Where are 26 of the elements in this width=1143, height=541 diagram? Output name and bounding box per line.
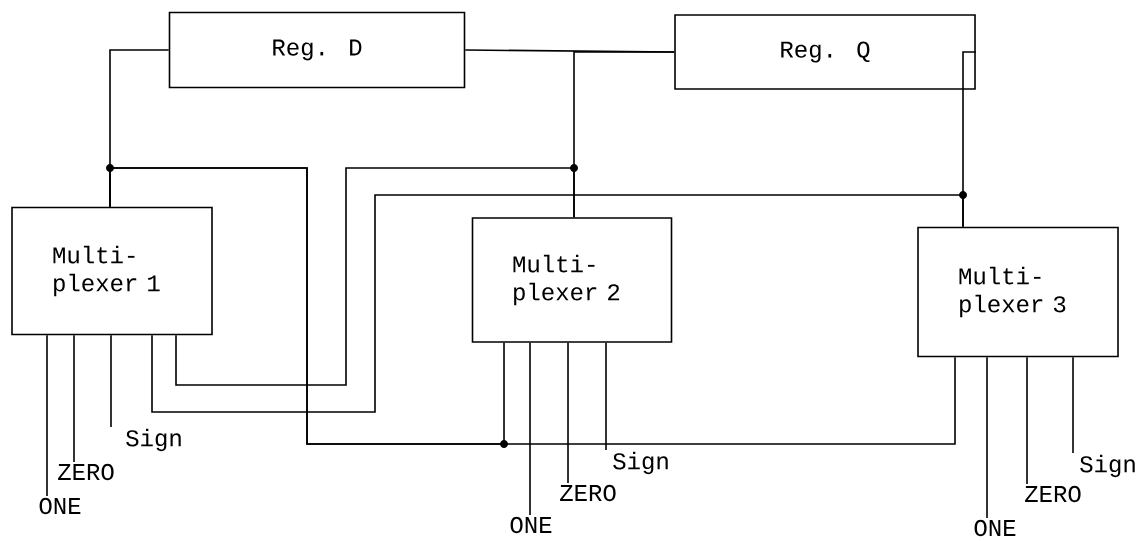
wire (46, 334, 48, 497)
input-label: ZERO (58, 463, 114, 481)
input-label: Sign (126, 428, 181, 452)
wire (175, 167, 575, 386)
wire (110, 334, 112, 428)
wire (151, 194, 964, 413)
wire (1072, 356, 1074, 454)
input-label: ZERO (1025, 485, 1081, 503)
wire (605, 342, 607, 451)
input-label: Sign (613, 451, 668, 475)
wire (529, 342, 531, 516)
multiplexer-box: Multi- plexer 1 (11, 206, 213, 336)
input-label: ONE (510, 516, 552, 534)
wire (986, 356, 988, 519)
wire (73, 334, 75, 463)
register-box: Reg. Q (674, 14, 976, 90)
wire (567, 342, 569, 484)
input-label: Sign (1080, 454, 1135, 478)
wire (109, 167, 956, 445)
multiplexer-box: Multi- plexer 3 (917, 226, 1119, 358)
multiplexer-box: Multi- plexer 2 (471, 217, 673, 343)
input-label: ZERO (560, 484, 616, 502)
wire (1026, 356, 1028, 485)
register-box: Reg. D (168, 11, 466, 89)
input-label: ONE (39, 497, 81, 515)
input-label: ONE (974, 519, 1016, 537)
